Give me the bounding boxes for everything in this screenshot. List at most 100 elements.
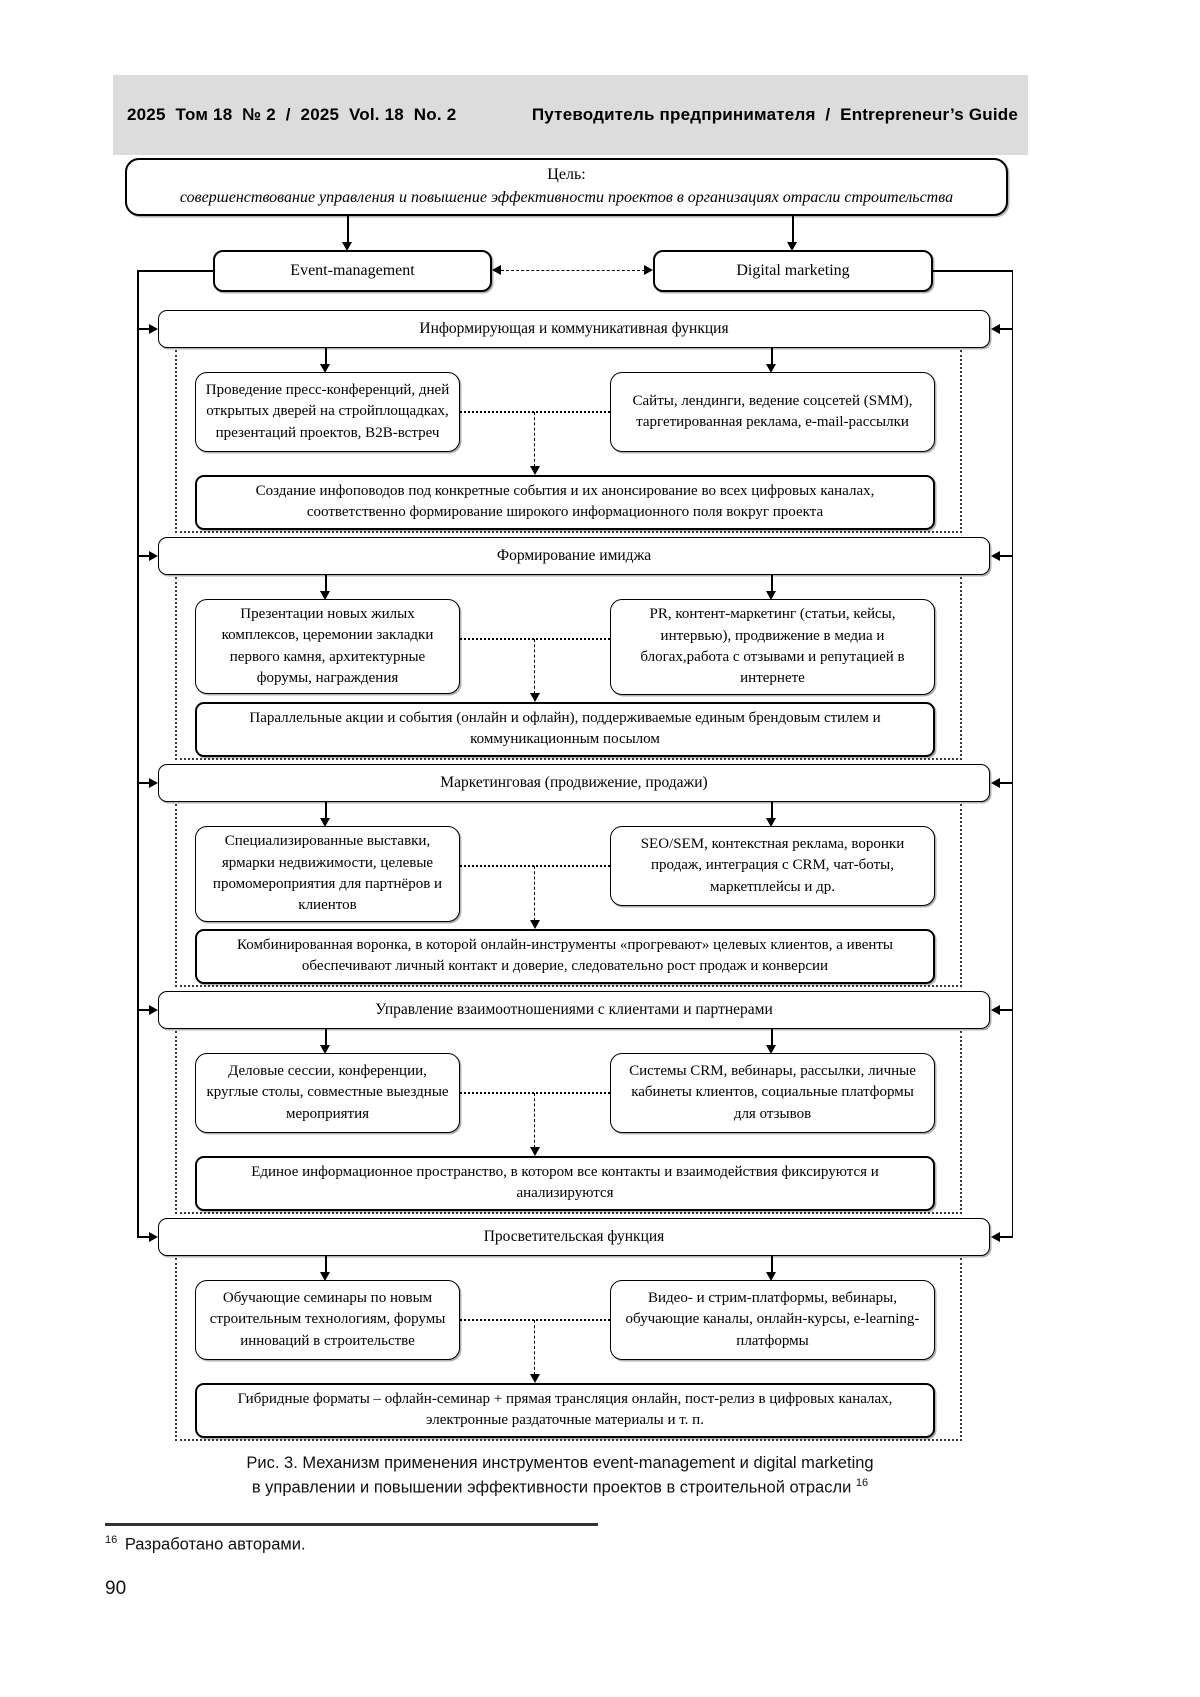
function-title-box: Формирование имиджа — [158, 537, 990, 575]
stub-left-1 — [137, 328, 150, 330]
connector-goal-event — [347, 216, 349, 243]
arrow-down-icon — [320, 364, 330, 373]
synergy-box: Комбинированная воронка, в которой онлай… — [195, 929, 935, 984]
digital-tools-text: Системы CRM, вебинары, рассылки, личные … — [629, 1063, 916, 1122]
section-frame — [175, 350, 962, 533]
arrow-right-icon — [149, 1231, 158, 1242]
digital-tools-box: Видео- и стрим-платформы, вебинары, обуч… — [610, 1280, 935, 1360]
dashed-drop — [534, 412, 535, 467]
stub-right-3 — [1000, 782, 1013, 784]
digital-tools-text: PR, контент-маркетинг (статьи, кейсы, ин… — [640, 606, 905, 687]
footnote: 16 Разработано авторами. — [105, 1534, 306, 1555]
synergy-text: Комбинированная воронка, в которой онлай… — [236, 937, 894, 975]
section-frame — [175, 577, 962, 760]
digital-tools-box: Сайты, лендинги, ведение соцсетей (SMM),… — [610, 372, 935, 452]
arrow-left-icon — [991, 1004, 1000, 1015]
stub-right-1 — [1000, 328, 1013, 330]
arrow-down-icon — [320, 818, 330, 827]
function-title-box: Маркетинговая (продвижение, продажи) — [158, 764, 990, 802]
arrow-down-icon — [320, 591, 330, 600]
arrow-down-icon — [766, 818, 776, 827]
dotted-link — [460, 638, 610, 640]
caption-footnote-ref: 16 — [855, 1476, 869, 1489]
arrow-left-icon — [991, 550, 1000, 561]
section-frame — [175, 804, 962, 987]
connector — [771, 802, 773, 819]
digital-tools-text: SEO/SEM, контекстная реклама, воронки пр… — [640, 836, 905, 895]
synergy-text: Параллельные акции и события (онлайн и о… — [249, 710, 881, 748]
connector-goal-digital — [792, 216, 794, 243]
figure-caption: Рис. 3. Механизм применения инструментов… — [105, 1452, 1015, 1500]
arrow-down-icon — [766, 1045, 776, 1054]
synergy-text: Гибридные форматы – офлайн-семинар + пря… — [237, 1391, 893, 1429]
arrow-down-icon — [320, 1272, 330, 1281]
event-tools-box: Проведение пресс-конференций, дней откры… — [195, 372, 460, 452]
digital-marketing-label: Digital marketing — [736, 261, 850, 279]
function-title-box: Управление взаимоотношениями с клиентами… — [158, 991, 990, 1029]
arrow-left-icon — [492, 265, 501, 275]
digital-tools-text: Сайты, лендинги, ведение соцсетей (SMM),… — [632, 392, 913, 430]
arrow-down-icon — [529, 1147, 540, 1156]
section-frame — [175, 1031, 962, 1214]
stub-right-2 — [1000, 555, 1013, 557]
header-volume-info: 2025 Том 18 № 2 / 2025 Vol. 18 No. 2 — [127, 105, 457, 124]
event-tools-box: Обучающие семинары по новым строительным… — [195, 1280, 460, 1360]
event-tools-text: Специализированные выставки, ярмарки нед… — [212, 833, 443, 914]
arrow-left-icon — [991, 777, 1000, 788]
stub-right-4 — [1000, 1009, 1013, 1011]
arrow-left-icon — [991, 323, 1000, 334]
digital-marketing-box: Digital marketing — [653, 250, 933, 292]
arrow-down-icon — [529, 920, 540, 929]
trunk-left-horizontal — [137, 270, 213, 272]
arrow-down-icon — [529, 693, 540, 702]
event-tools-box: Презентации новых жилых комплексов, цере… — [195, 599, 460, 695]
section-education: Просветительская функция Обучающие семин… — [105, 1218, 1015, 1445]
connector — [325, 348, 327, 365]
goal-text: совершенствование управления и повышение… — [179, 189, 954, 206]
footnote-rule — [105, 1523, 598, 1526]
connector — [771, 1256, 773, 1273]
section-image: Формирование имиджа Презентации новых жи… — [105, 537, 1015, 764]
connector — [771, 1029, 773, 1046]
goal-box: Цель: совершенствование управления и пов… — [125, 158, 1008, 216]
arrow-down-icon — [787, 242, 797, 251]
synergy-text: Создание инфоповодов под конкретные собы… — [255, 483, 875, 521]
arrow-down-icon — [766, 364, 776, 373]
arrow-down-icon — [342, 242, 352, 251]
function-title: Информирующая и коммуникативная функция — [419, 320, 729, 337]
trunk-left-vertical — [137, 270, 139, 1238]
connector — [771, 348, 773, 365]
stub-left-5 — [137, 1236, 150, 1238]
function-title: Управление взаимоотношениями с клиентами… — [375, 1001, 773, 1018]
digital-tools-box: SEO/SEM, контекстная реклама, воронки пр… — [610, 826, 935, 906]
function-title: Формирование имиджа — [496, 547, 652, 564]
connector — [325, 802, 327, 819]
header-journal-title: Путеводитель предпринимателя / Entrepren… — [531, 105, 1018, 124]
page-number: 90 — [105, 1578, 127, 1599]
stub-right-5 — [1000, 1236, 1013, 1238]
synergy-text: Единое информационное пространство, в ко… — [251, 1164, 879, 1202]
arrow-down-icon — [766, 1272, 776, 1281]
event-management-label: Event-management — [290, 261, 415, 279]
connector — [325, 575, 327, 592]
event-tools-text: Обучающие семинары по новым строительным… — [209, 1290, 446, 1349]
event-tools-text: Презентации новых жилых комплексов, цере… — [221, 606, 434, 686]
connector — [771, 575, 773, 592]
function-title: Просветительская функция — [483, 1228, 665, 1245]
page-header-band: 2025 Том 18 № 2 / 2025 Vol. 18 No. 2 Пут… — [113, 75, 1028, 155]
trunk-right-horizontal — [933, 270, 1013, 272]
section-frame — [175, 1258, 962, 1441]
function-title-box: Просветительская функция — [158, 1218, 990, 1256]
arrow-right-icon — [149, 323, 158, 334]
caption-line2: в управлении и повышении эффективности п… — [105, 1476, 1015, 1500]
dotted-link — [460, 1092, 610, 1094]
digital-tools-box: PR, контент-маркетинг (статьи, кейсы, ин… — [610, 599, 935, 695]
function-title: Маркетинговая (продвижение, продажи) — [440, 774, 708, 791]
stub-left-3 — [137, 782, 150, 784]
footnote-text: Разработано авторами. — [124, 1535, 306, 1554]
event-management-box: Event-management — [213, 250, 492, 292]
dashed-drop — [534, 639, 535, 694]
section-informing: Информирующая и коммуникативная функция … — [105, 310, 1015, 537]
synergy-box: Создание инфоповодов под конкретные собы… — [195, 475, 935, 530]
